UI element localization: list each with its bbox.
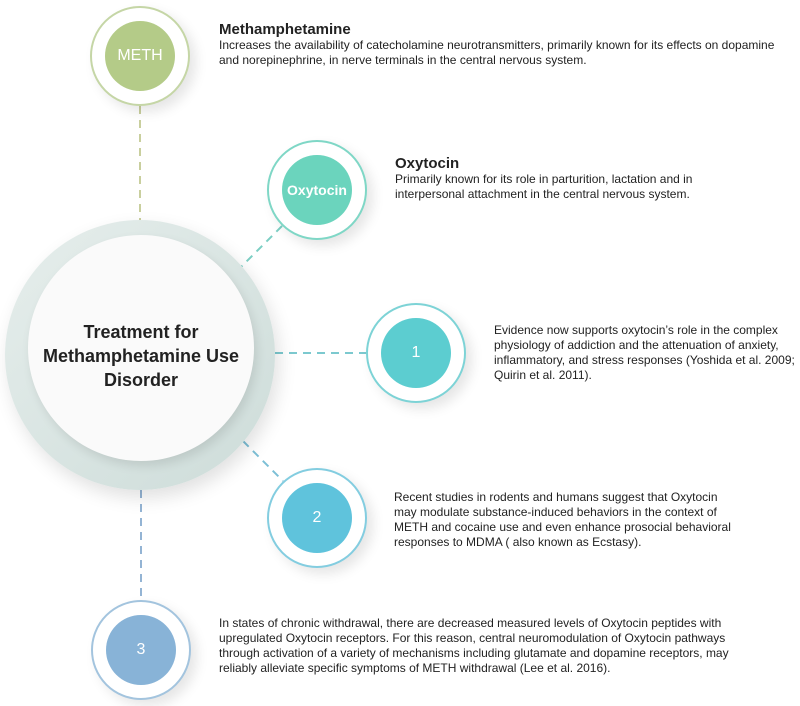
node-3: 3 <box>91 600 191 700</box>
node-oxytocin-label: Oxytocin <box>282 155 352 225</box>
oxytocin-text: Primarily known for its role in parturit… <box>395 172 693 201</box>
node-2: 2 <box>267 468 367 568</box>
point-3-text: In states of chronic withdrawal, there a… <box>219 616 729 675</box>
node-2-label: 2 <box>282 483 352 553</box>
point-2-text: Recent studies in rodents and humans sug… <box>394 490 731 549</box>
connector-oxytocin <box>239 225 283 269</box>
center-title: Treatment for Methamphetamine Use Disord… <box>42 322 240 390</box>
oxytocin-description: Oxytocin Primarily known for its role in… <box>395 156 755 202</box>
node-1: 1 <box>366 303 466 403</box>
point-1-text: Evidence now supports oxytocin’s role in… <box>494 323 795 382</box>
meth-text: Increases the availability of catecholam… <box>219 38 775 67</box>
connector-2 <box>242 440 284 482</box>
node-meth: METH <box>90 6 190 106</box>
center-circle: Treatment for Methamphetamine Use Disord… <box>28 235 254 461</box>
meth-description: Methamphetamine Increases the availabili… <box>219 22 779 68</box>
node-3-label: 3 <box>106 615 176 685</box>
node-meth-label: METH <box>105 21 175 91</box>
oxytocin-heading: Oxytocin <box>395 155 460 172</box>
meth-heading: Methamphetamine <box>219 21 351 38</box>
node-oxytocin: Oxytocin <box>267 140 367 240</box>
node-1-label: 1 <box>381 318 451 388</box>
